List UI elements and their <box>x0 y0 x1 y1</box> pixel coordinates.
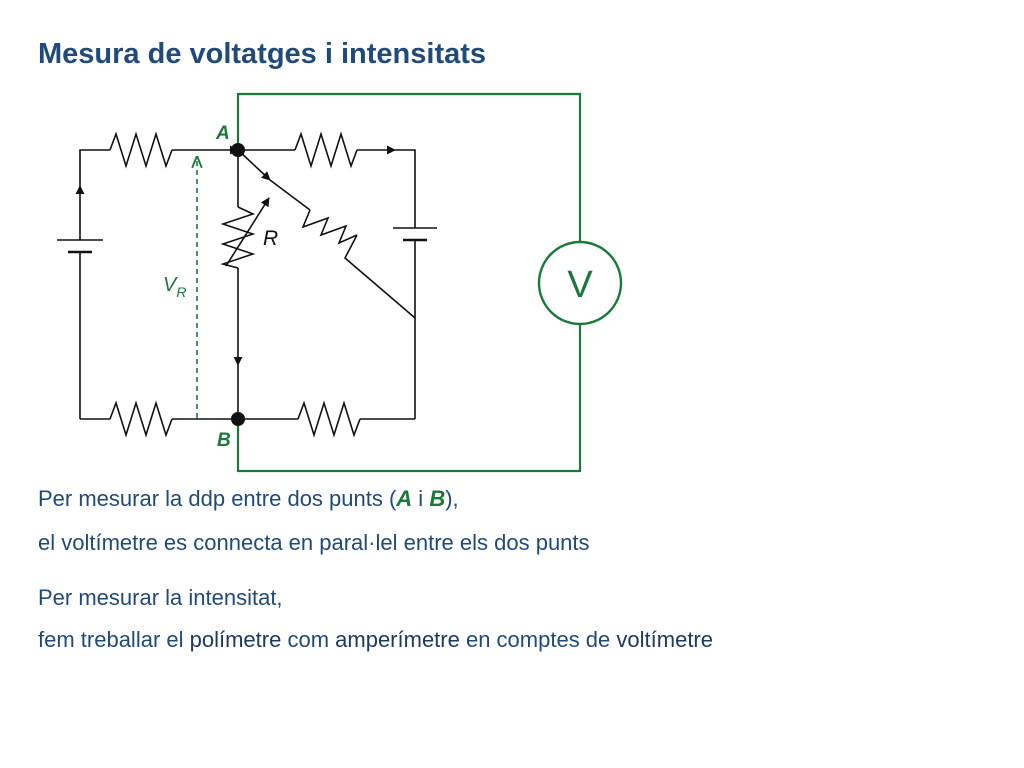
resistor-bottom-right <box>297 400 361 438</box>
explanation-current-line1: Per mesurar la intensitat, <box>38 585 283 610</box>
node-b-dot <box>231 412 245 426</box>
point-a-ref: A <box>396 486 413 511</box>
wire-top-left <box>79 149 110 152</box>
term-voltimetre: voltímetre <box>616 627 713 652</box>
resistor-r-adjust-arrow <box>225 197 270 267</box>
node-b-label: B <box>217 430 231 451</box>
resistor-top-left <box>109 131 173 169</box>
term-amperimetre: amperímetre <box>335 627 460 652</box>
resistor-bottom-left <box>109 400 173 438</box>
node-a-label: A <box>215 123 230 144</box>
resistor-top-right <box>294 131 358 169</box>
explanation-voltage-line2: el voltímetre es connecta en paral·lel e… <box>38 530 590 555</box>
voltmeter-label: V <box>567 264 593 306</box>
resistor-r-label: R <box>263 227 278 250</box>
voltage-vr-label: VR <box>163 274 186 300</box>
point-b-ref: B <box>429 486 446 511</box>
explanation-current: Per mesurar la intensitat, fem treballar… <box>38 584 713 654</box>
explanation-voltage: Per mesurar la ddp entre dos punts (A i … <box>38 485 590 557</box>
explanation-voltage-line1: Per mesurar la ddp entre dos punts (A i … <box>38 486 459 511</box>
explanation-current-line2: fem treballar el polímetre com amperímet… <box>38 627 713 652</box>
slide-title: Mesura de voltatges i intensitats <box>38 38 487 70</box>
voltmeter: V <box>537 240 623 326</box>
resistor-r <box>220 206 256 269</box>
resistor-diagonal <box>301 209 358 245</box>
circuit-wires <box>57 131 437 438</box>
term-polimetre: polímetre <box>189 627 282 652</box>
voltmeter-wiring <box>236 92 582 473</box>
node-a-dot <box>231 143 245 157</box>
